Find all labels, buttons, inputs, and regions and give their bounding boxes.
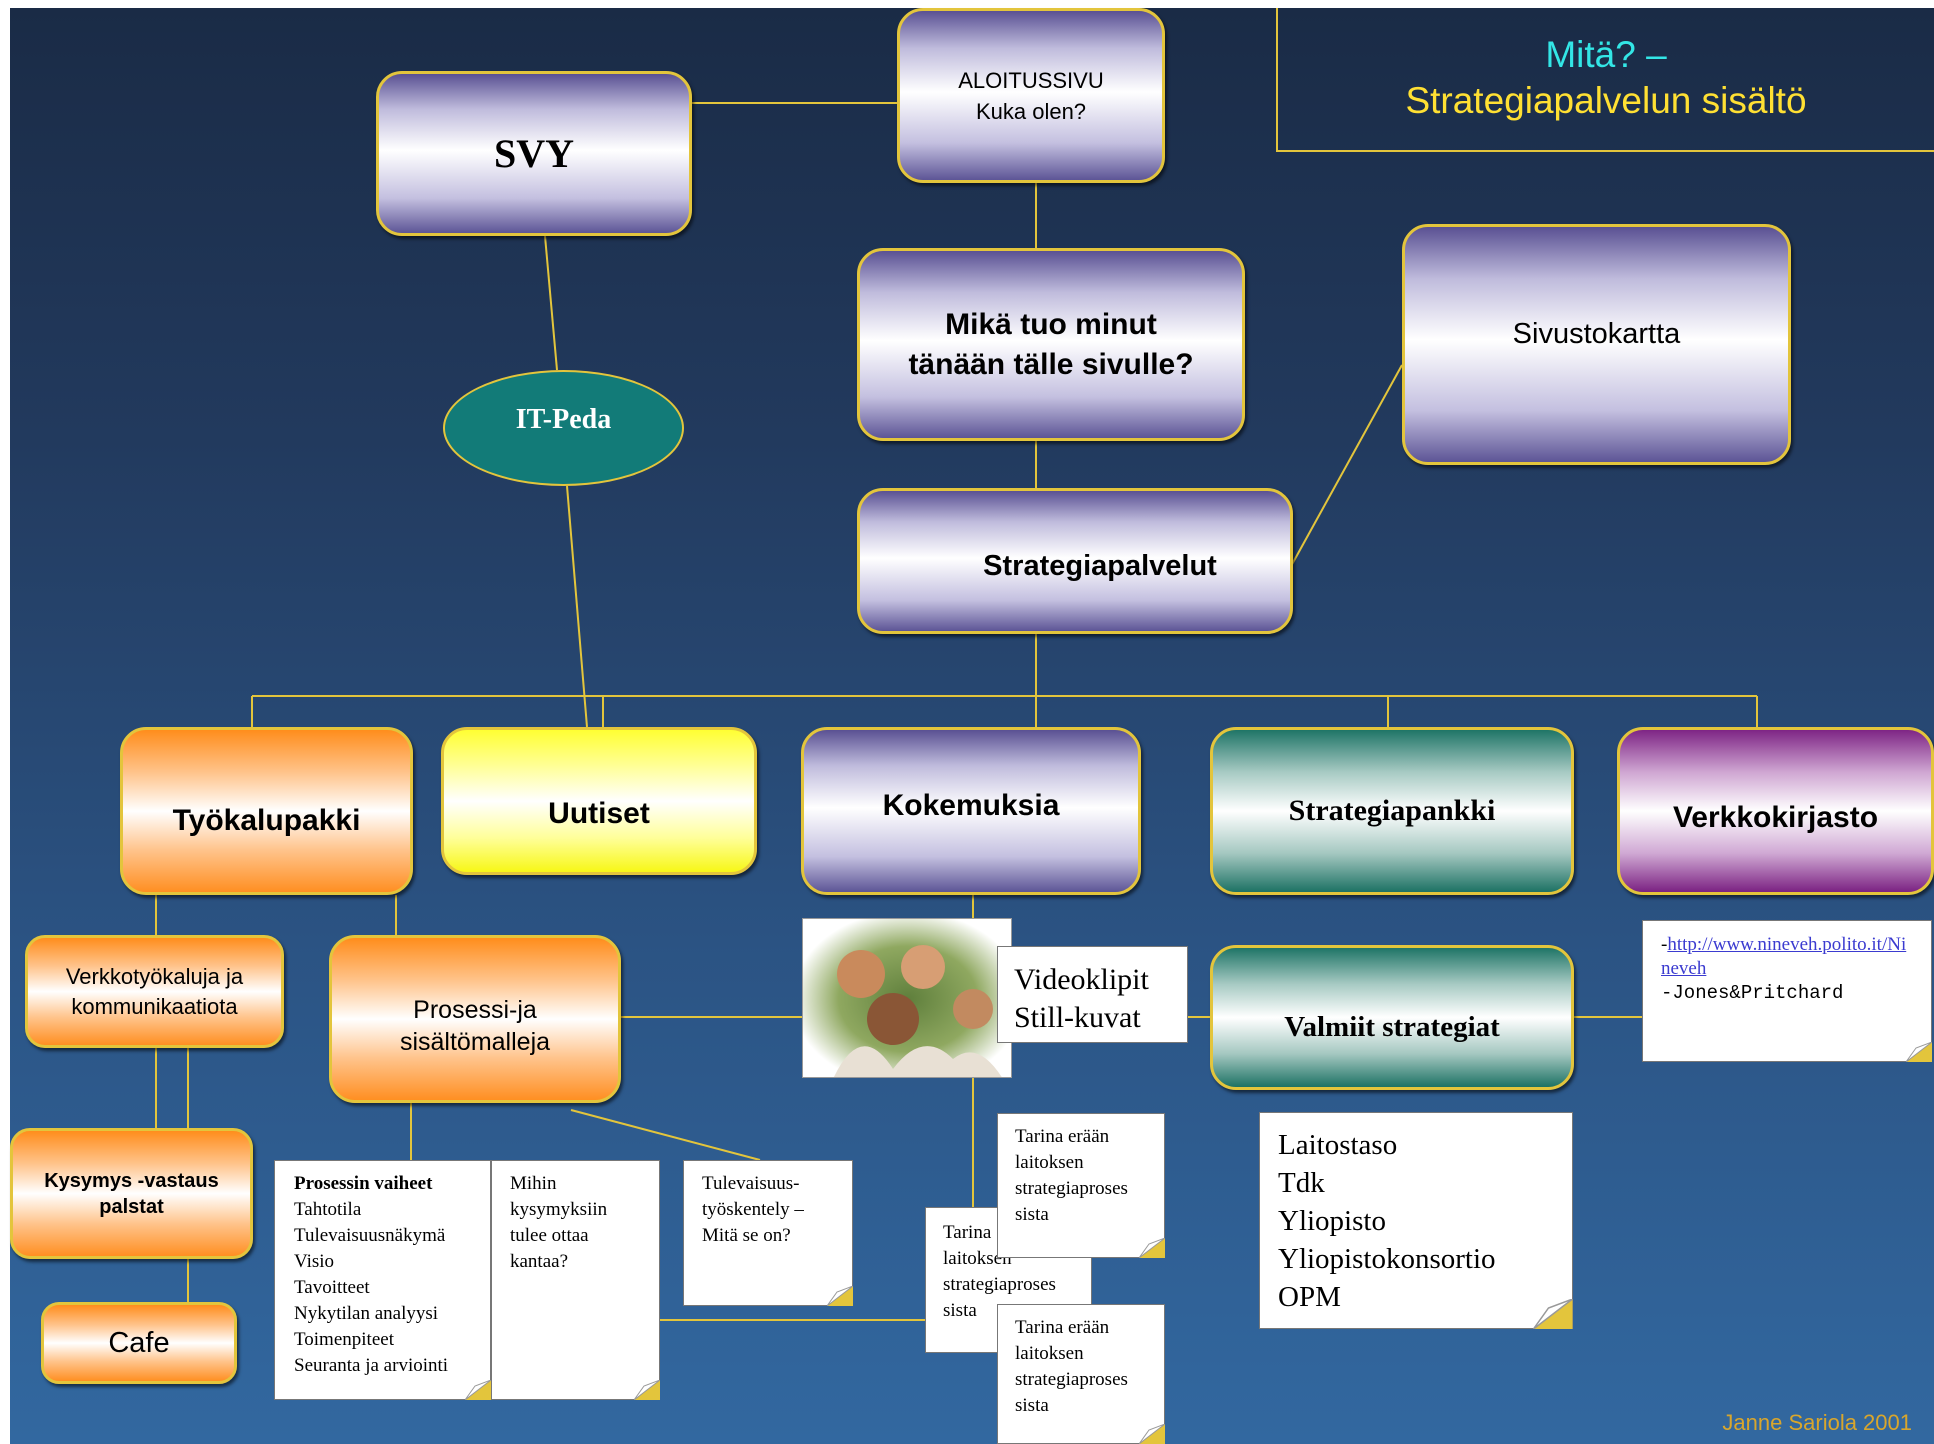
page-curl-icon	[827, 1286, 853, 1306]
node-valmiit-strategiat: Valmiit strategiat	[1210, 945, 1574, 1090]
tulevaisuus-line: Tulevaisuus-	[702, 1173, 800, 1194]
nineveh-link[interactable]: http://www.nineveh.polito.it/Nineveh	[1661, 934, 1907, 979]
node-verkkotyokaluja-line-2: kommunikaatiota	[71, 993, 238, 1019]
node-aloitussivu: ALOITUSSIVU Kuka olen?	[897, 8, 1165, 183]
note-video-line-2: Still-kuvat	[1014, 1001, 1141, 1034]
node-uutiset-label: Uutiset	[548, 797, 650, 830]
tarina-1-line: laitoksen	[1015, 1152, 1084, 1173]
node-strategiapalvelut-label: Strategiapalvelut	[983, 549, 1217, 582]
taso-item: OPM	[1278, 1281, 1341, 1313]
node-cafe-label: Cafe	[108, 1326, 170, 1359]
tarina-2-line: Tarina erään	[1015, 1317, 1110, 1338]
page-curl-icon	[1139, 1238, 1165, 1258]
mihin-line: kantaa?	[510, 1251, 569, 1272]
prosessin-vaiheet-heading: Prosessin vaiheet	[294, 1173, 433, 1194]
tarina-1-line: sista	[1015, 1204, 1049, 1225]
page-curl-icon	[634, 1380, 660, 1400]
taso-item: Yliopisto	[1278, 1205, 1386, 1237]
node-verkkokirjasto-label: Verkkokirjasto	[1672, 801, 1879, 834]
node-tyokalupakki-label: Työkalupakki	[172, 804, 361, 837]
prosessin-vaiheet-item: Seuranta ja arviointi	[294, 1355, 449, 1376]
node-it-peda: IT-Peda	[443, 370, 684, 486]
node-kokemuksia-label: Kokemuksia	[882, 789, 1060, 822]
slide-title: Mitä? – Strategiapalvelun sisältö	[1276, 8, 1934, 152]
page-curl-icon	[1906, 1042, 1932, 1062]
tarina-2-line: strategiaproses	[1015, 1369, 1128, 1390]
node-svy-label: SVY	[493, 131, 575, 176]
note-tarina-1: Tarina erään laitoksen strategiaproses s…	[997, 1113, 1165, 1258]
link-prefix: -	[1661, 934, 1668, 955]
prosessin-vaiheet-item: Tulevaisuusnäkymä	[294, 1225, 446, 1246]
prosessin-vaiheet-item: Tahtotila	[294, 1199, 362, 1220]
node-prosessi-line-2: sisältömalleja	[399, 1028, 551, 1056]
tarina-back-line: strategiaproses	[943, 1274, 1056, 1295]
author-credit: Janne Sariola 2001	[1722, 1410, 1912, 1435]
tarina-back-line: Tarina	[943, 1222, 992, 1243]
page-curl-icon	[1533, 1299, 1573, 1329]
node-mika: Mikä tuo minut tänään tälle sivulle?	[857, 248, 1245, 441]
note-tulevaisuus: Tulevaisuus- työskentely – Mitä se on?	[683, 1160, 853, 1306]
node-valmiit-strategiat-label: Valmiit strategiat	[1284, 1011, 1500, 1043]
node-sivustokartta-label: Sivustokartta	[1512, 318, 1681, 350]
prosessin-vaiheet-item: Toimenpiteet	[294, 1329, 394, 1350]
node-uutiset: Uutiset	[441, 727, 757, 875]
taso-item: Yliopistokonsortio	[1278, 1243, 1496, 1275]
node-strategiapankki-label: Strategiapankki	[1288, 794, 1496, 827]
mihin-line: kysymyksiin	[510, 1199, 608, 1220]
node-verkkotyokaluja-line-1: Verkkotyökaluja ja	[65, 963, 244, 989]
node-verkkokirjasto: Verkkokirjasto	[1617, 727, 1934, 895]
node-strategiapalvelut: Strategiapalvelut	[857, 488, 1293, 634]
node-verkkotyokaluja: Verkkotyökaluja ja kommunikaatiota	[25, 935, 284, 1048]
node-strategiapankki: Strategiapankki	[1210, 727, 1574, 895]
note-prosessin-vaiheet: Prosessin vaiheet Tahtotila Tulevaisuusn…	[274, 1160, 491, 1400]
title-line-2: Strategiapalvelun sisältö	[1405, 80, 1807, 121]
group-photo	[802, 918, 1012, 1078]
tarina-1-line: Tarina erään	[1015, 1126, 1110, 1147]
note-tasot: Laitostaso Tdk Yliopisto Yliopistokonsor…	[1259, 1112, 1573, 1329]
taso-item: Laitostaso	[1278, 1129, 1398, 1161]
node-kysymys-line-2: palstat	[99, 1195, 164, 1218]
node-kokemuksia: Kokemuksia	[801, 727, 1141, 895]
node-mika-line-1: Mikä tuo minut	[945, 307, 1157, 341]
note-tarina-2: Tarina erään laitoksen strategiaproses s…	[997, 1304, 1165, 1444]
taso-item: Tdk	[1278, 1167, 1325, 1199]
prosessin-vaiheet-item: Nykytilan analyysi	[294, 1303, 439, 1324]
node-aloitussivu-line-2: Kuka olen?	[975, 98, 1087, 124]
node-prosessi-line-1: Prosessi-ja	[413, 996, 537, 1024]
link-line: -http://www.nineveh.polito.it/Nineveh	[1661, 933, 1913, 981]
page-curl-icon	[1139, 1424, 1165, 1444]
jones-pritchard: -Jones&Pritchard	[1661, 982, 1844, 1004]
mihin-line: Mihin	[510, 1173, 557, 1194]
prosessin-vaiheet-item: Visio	[294, 1251, 335, 1272]
node-svy: SVY	[376, 71, 692, 236]
mihin-line: tulee ottaa	[510, 1225, 589, 1246]
note-links: -http://www.nineveh.polito.it/Nineveh -J…	[1642, 920, 1932, 1062]
note-video: Videoklipit Still-kuvat	[997, 946, 1188, 1043]
tarina-back-line: laitoksen	[943, 1248, 1012, 1269]
node-it-peda-label: IT-Peda	[515, 404, 612, 435]
note-mihin: Mihin kysymyksiin tulee ottaa kantaa?	[491, 1160, 660, 1400]
node-kysymys: Kysymys -vastaus palstat	[10, 1128, 253, 1259]
page-curl-icon	[465, 1380, 491, 1400]
title-line-1: Mitä? –	[1545, 34, 1667, 75]
node-prosessi: Prosessi-ja sisältömalleja	[329, 935, 621, 1103]
node-mika-line-2: tänään tälle sivulle?	[908, 347, 1194, 381]
node-kysymys-line-1: Kysymys -vastaus	[44, 1169, 219, 1192]
note-video-line-1: Videoklipit	[1014, 963, 1149, 996]
people-photo-icon	[803, 919, 1011, 1077]
tarina-2-line: sista	[1015, 1395, 1049, 1416]
prosessin-vaiheet-item: Tavoitteet	[294, 1277, 370, 1298]
node-cafe: Cafe	[41, 1302, 237, 1384]
tarina-2-line: laitoksen	[1015, 1343, 1084, 1364]
tarina-back-line: sista	[943, 1300, 977, 1321]
node-sivustokartta: Sivustokartta	[1402, 224, 1791, 465]
tulevaisuus-line: työskentely –	[702, 1199, 804, 1220]
tarina-1-line: strategiaproses	[1015, 1178, 1128, 1199]
node-aloitussivu-line-1: ALOITUSSIVU	[958, 67, 1104, 93]
tulevaisuus-line: Mitä se on?	[702, 1225, 791, 1246]
node-tyokalupakki: Työkalupakki	[120, 727, 413, 895]
